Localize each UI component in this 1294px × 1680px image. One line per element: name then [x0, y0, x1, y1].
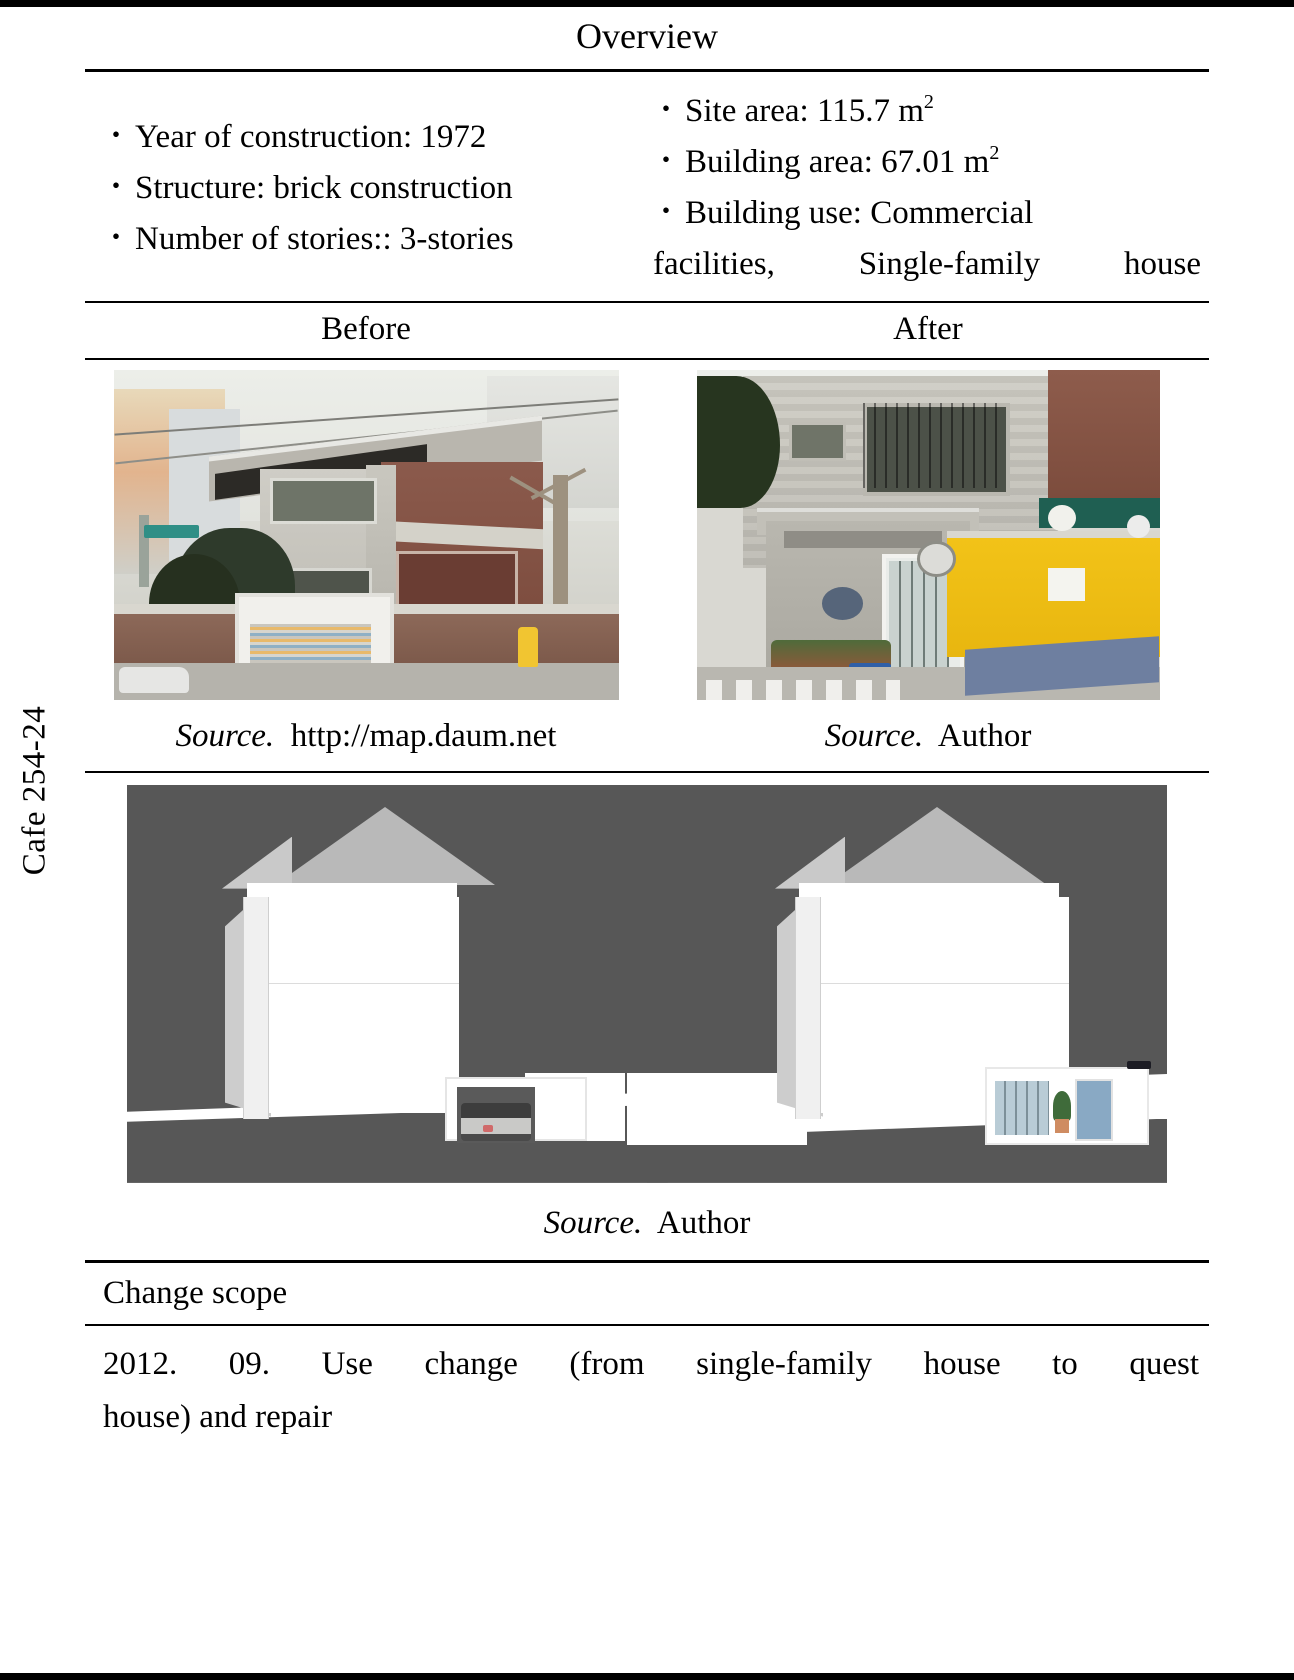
spec-item-building-use-text-line1: Building use: Commercial [685, 195, 1034, 232]
render-before-model-pillar [243, 896, 269, 1119]
after-photo-window-bars [863, 402, 1003, 489]
render-caption-prefix: Source. [543, 1204, 643, 1241]
spec-item-building-use-line1: ・Building use: Commercial [653, 188, 1201, 239]
after-photo-upper-window [863, 402, 1011, 497]
before-photo-car [118, 666, 190, 693]
specs-column-right: ・Site area: 115.7 m2 ・Building area: 67.… [647, 86, 1209, 291]
render-row: Source. Author [85, 773, 1209, 1260]
render-caption: Source. Author [544, 1183, 751, 1260]
spec-item-year: ・Year of construction: 1972 [103, 112, 641, 163]
page-top-rule [0, 0, 1294, 7]
before-photo-gate-stripes [249, 623, 372, 670]
spec-item-building-use-line2: facilities, Single-family house [653, 246, 1201, 283]
bullet-icon: ・ [653, 95, 680, 124]
spec-item-stories: ・Number of stories:: 3-stories [103, 214, 641, 265]
spec-item-building-area-text: Building area: 67.01 m [685, 144, 990, 181]
before-photo-road [113, 663, 619, 700]
after-photo-wall-lamp-2 [1048, 504, 1077, 532]
vertical-case-label: Cafe 254-24 [0, 620, 70, 960]
change-scope-description: 2012. 09. Use change (from single-family… [85, 1326, 1209, 1459]
render-after-model-plant-pot [1055, 1118, 1069, 1133]
three-d-model-comparison-image [127, 784, 1167, 1183]
photos-row: Source. http://map.daum.net [85, 360, 1209, 771]
spec-item-structure-text: Structure: brick construction [135, 169, 513, 206]
after-photo-caption-prefix: Source. [824, 717, 924, 754]
spec-item-building-area-unit-exponent: 2 [989, 142, 1000, 165]
spec-item-building-area: ・Building area: 67.01 m2 [653, 137, 1201, 188]
after-photo-wall-lamp-1 [917, 541, 956, 577]
vertical-case-label-text: Cafe 254-24 [16, 705, 53, 875]
spec-item-stories-text: Number of stories:: 3-stories [135, 220, 514, 257]
change-scope-label: Change scope [103, 1274, 288, 1311]
spec-item-site-area-text: Site area: 115.7 m [685, 93, 924, 129]
bullet-icon: ・ [103, 222, 130, 252]
spec-item-structure: ・Structure: brick construction [103, 163, 641, 214]
rule-under-change-scope-label [85, 1323, 1209, 1326]
render-before-model-floor-line [269, 982, 459, 984]
rule-under-before-after-header [85, 357, 1209, 360]
after-photo-wall-lamp-3 [1127, 514, 1151, 538]
bullet-icon: ・ [103, 120, 130, 150]
after-photo-brick-neighbor [1048, 369, 1160, 515]
before-photo-caption-prefix: Source. [175, 717, 275, 754]
after-photo-shop-sign [784, 531, 942, 548]
rule-under-specs [85, 300, 1209, 303]
render-after-model-plant [1053, 1090, 1071, 1121]
render-after-model-gable-roof [827, 806, 1047, 885]
render-before-model-car-taillight [483, 1124, 493, 1132]
before-photo-caption-source: http://map.daum.net [290, 717, 557, 754]
change-scope-description-line2: house) and repair [103, 1399, 333, 1436]
after-photo-caption: Source. Author [825, 700, 1032, 771]
render-after-model-floor-line [821, 982, 1069, 984]
after-photo-cell: Source. Author [647, 369, 1209, 771]
bullet-icon: ・ [653, 146, 680, 176]
after-photo-tree [696, 376, 780, 509]
bullet-icon: ・ [653, 197, 680, 227]
after-photo-globe-ornament [821, 587, 864, 621]
rule-under-photos [85, 770, 1209, 773]
before-photo-sign-pole [138, 514, 149, 588]
before-photo-yellow-bollard [517, 626, 538, 667]
render-after-model-shop-window [995, 1080, 1049, 1135]
page-bottom-rule [0, 1673, 1294, 1680]
after-photo-small-window [789, 422, 847, 462]
before-photo-cell: Source. http://map.daum.net [85, 369, 647, 771]
specs-column-left: ・Year of construction: 1972 ・Structure: … [85, 86, 647, 291]
before-photo [113, 369, 619, 700]
overview-title: Overview [576, 16, 718, 56]
before-photo-street-sign [143, 524, 200, 538]
after-photo-caption-source: Author [937, 717, 1032, 754]
after-photo-yellow-wall-panel [1048, 567, 1086, 601]
case-study-table: Overview ・Year of construction: 1972 ・St… [85, 10, 1209, 1458]
render-caption-source: Author [656, 1204, 751, 1241]
after-column-header: After [893, 310, 963, 347]
render-before-model-car [461, 1102, 531, 1141]
spec-item-site-area-unit-exponent: 2 [923, 91, 934, 113]
render-after-model-shop-door [1075, 1078, 1113, 1141]
render-after-model-detail [1127, 1060, 1151, 1069]
render-before-model-gable-roof [275, 806, 495, 885]
change-scope-description-line1: 2012. 09. Use change (from single-family… [103, 1345, 1199, 1382]
after-photo-crosswalk [705, 679, 901, 700]
after-photo-yellow-wall-cap [946, 531, 1160, 542]
bullet-icon: ・ [103, 171, 130, 201]
before-column-header: Before [321, 310, 411, 347]
spec-item-site-area: ・Site area: 115.7 m2 [653, 86, 1201, 137]
rule-above-change-scope [85, 1259, 1209, 1263]
render-before-model-body [269, 896, 459, 1113]
after-photo-door-glazing [888, 560, 949, 680]
before-after-header-row: Before After [85, 303, 1209, 358]
before-photo-upper-window [270, 478, 378, 525]
before-photo-bare-tree [552, 475, 568, 641]
spec-item-year-text: Year of construction: 1972 [135, 118, 487, 155]
render-after-model-pillar [795, 896, 821, 1119]
rule-under-overview-title [85, 69, 1209, 72]
before-photo-caption: Source. http://map.daum.net [176, 700, 557, 771]
after-photo [696, 369, 1160, 700]
overview-specs-row: ・Year of construction: 1972 ・Structure: … [85, 72, 1209, 301]
